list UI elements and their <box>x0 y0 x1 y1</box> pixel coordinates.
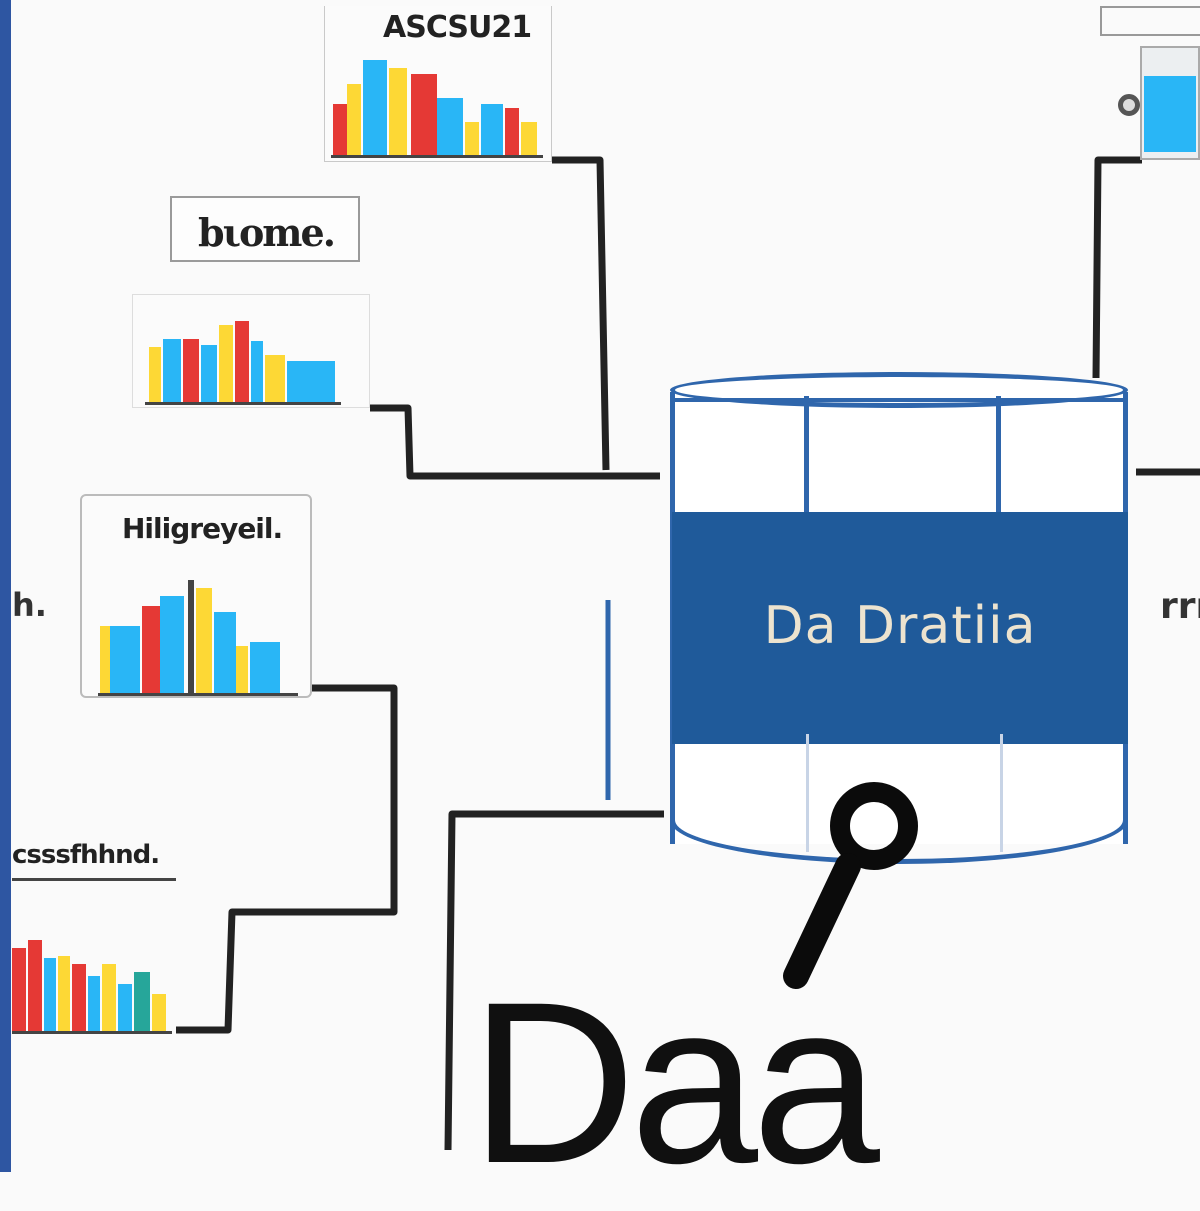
bar <box>505 108 519 158</box>
device-screen <box>1144 76 1196 152</box>
bar <box>134 972 150 1034</box>
connector-third-panel <box>176 684 398 1034</box>
bar <box>72 964 86 1034</box>
connector-second-panel <box>370 404 660 480</box>
bar <box>347 84 361 158</box>
device-fragment-top-right <box>1100 6 1200 176</box>
database-column-divider <box>804 396 809 516</box>
mini-bar-chart <box>12 926 172 1034</box>
panel-title: Hiligreyeil. <box>122 512 283 545</box>
bar <box>235 321 249 405</box>
magnifier-handle <box>783 853 861 989</box>
bar <box>236 646 248 696</box>
chart-panel-second <box>132 294 370 408</box>
bar <box>188 580 194 696</box>
bar <box>250 642 280 696</box>
bar <box>152 994 166 1034</box>
bar <box>363 60 387 158</box>
bar <box>142 606 160 696</box>
bar <box>411 74 437 158</box>
bar <box>521 122 537 158</box>
chart-baseline <box>331 155 543 158</box>
bar <box>163 339 181 405</box>
bar <box>28 940 42 1034</box>
bar <box>102 964 116 1034</box>
database-column-divider <box>996 396 1001 516</box>
device-dial <box>1118 94 1140 116</box>
bar <box>219 325 233 405</box>
mini-bar-chart <box>145 313 341 405</box>
bar <box>118 984 132 1034</box>
floating-tag: bιome. <box>170 196 360 262</box>
tag-label: bιome. <box>198 210 336 255</box>
left-edge-strip <box>0 0 11 1172</box>
connector-top-right <box>1092 156 1142 379</box>
bar <box>389 68 407 158</box>
bar <box>333 104 347 158</box>
connector-big-label <box>444 810 664 1151</box>
bar <box>201 345 217 405</box>
bar <box>196 588 212 696</box>
database-label: Da Dratiia <box>763 596 1037 656</box>
bar <box>481 104 503 158</box>
database-column-divider <box>806 734 809 852</box>
database-column-divider <box>1000 734 1003 852</box>
database-ring <box>675 398 1123 402</box>
panel-title: ASCSU21 <box>383 10 532 45</box>
magnifier-icon <box>783 782 918 989</box>
bar <box>88 976 100 1034</box>
bar <box>44 958 56 1034</box>
magnifier-lens <box>830 782 918 870</box>
database-cylinder: Da Dratiia <box>664 372 1134 864</box>
chart-panel-third: Hiligreyeil. <box>80 494 312 698</box>
chart-baseline <box>98 693 298 696</box>
chart-panel-top: ASCSU21 <box>324 6 552 162</box>
database-band: Da Dratiia <box>672 512 1128 744</box>
bar <box>437 98 463 158</box>
bar <box>12 948 26 1034</box>
connector-top-panel <box>552 156 610 471</box>
bar <box>100 626 110 696</box>
mini-bar-chart <box>331 52 543 158</box>
mini-bar-chart <box>98 566 298 696</box>
edge-text-left: h. <box>12 586 47 624</box>
bar <box>251 341 263 405</box>
bar <box>465 122 479 158</box>
big-data-label: Daa <box>470 954 880 1211</box>
bar <box>110 626 140 696</box>
panel-rule <box>12 878 176 881</box>
device-frame <box>1100 6 1200 36</box>
bar <box>160 596 184 696</box>
bar <box>214 612 236 696</box>
chart-baseline <box>145 402 341 405</box>
bar <box>287 361 335 405</box>
bar <box>149 347 161 405</box>
database-rim <box>670 372 1128 408</box>
bar <box>58 956 70 1034</box>
connector-lines <box>176 156 1200 1151</box>
bar <box>265 355 285 405</box>
edge-text-right: rrı <box>1160 586 1200 627</box>
bar <box>183 339 199 405</box>
chart-baseline <box>12 1031 172 1034</box>
panel-title: csssfhhnd. <box>12 840 160 870</box>
chart-panel-bottom: csssfhhnd. <box>12 826 176 1036</box>
